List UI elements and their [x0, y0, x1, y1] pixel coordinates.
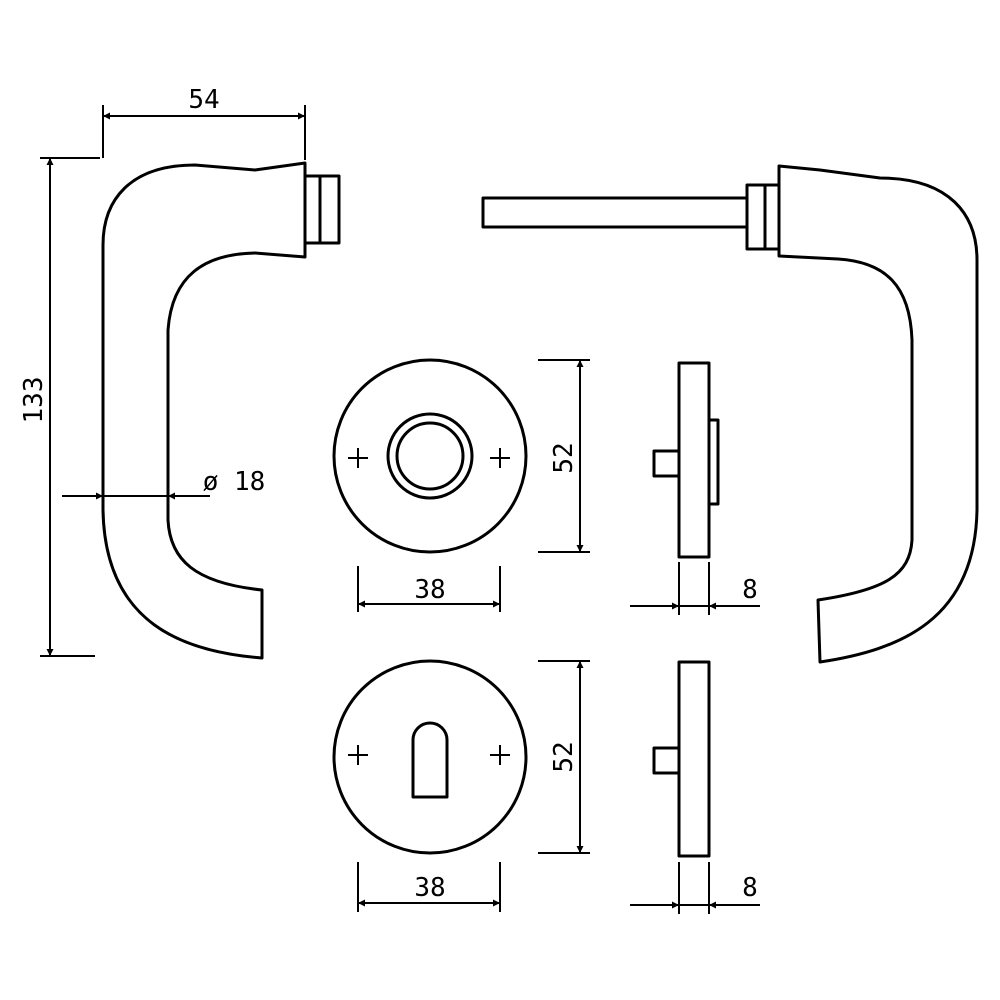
rose-side-view [652, 361, 720, 559]
screw-hole-right-icon [490, 448, 510, 468]
rose-outer-circle [332, 358, 528, 554]
escutcheon-side-plate [677, 660, 711, 858]
rose-collar-inner [395, 421, 465, 491]
label-rose-inner-width: 38 [414, 575, 445, 605]
right-lever-handle [481, 164, 979, 664]
keyhole-icon [411, 721, 449, 799]
label-escutcheon-inner-width: 38 [414, 873, 445, 903]
rose-front-view [332, 358, 528, 554]
label-handle-width: 54 [188, 85, 219, 115]
dimension-escutcheon-inner-width: 38 [357, 862, 501, 912]
screw-hole-left-icon [348, 448, 368, 468]
right-handle-outline [777, 164, 979, 664]
escutcheon-outer-circle [332, 659, 528, 855]
left-handle-outline [101, 161, 307, 660]
dimension-escutcheon-diameter: 52 [538, 660, 590, 854]
label-rose-thickness: 8 [742, 575, 758, 605]
rose-collar-outer [386, 412, 474, 500]
dimension-escutcheon-thickness: 8 [630, 862, 760, 914]
dimension-rose-inner-width: 38 [357, 566, 501, 612]
dimension-handle-diameter: ø 18 [62, 467, 266, 500]
right-handle-neck [745, 183, 781, 251]
escutcheon-side-pin [652, 746, 681, 775]
escutcheon-front-view [332, 659, 528, 855]
label-rose-diameter: 52 [549, 442, 579, 473]
left-handle-spindle-neck [303, 174, 341, 245]
label-handle-diameter: ø 18 [203, 467, 266, 497]
square-spindle [481, 196, 749, 229]
left-lever-handle [101, 161, 341, 660]
dimension-rose-diameter: 52 [538, 359, 590, 553]
dimension-rose-thickness: 8 [630, 562, 760, 615]
escutcheon-screw-left-icon [348, 745, 368, 765]
escutcheon-screw-right-icon [490, 745, 510, 765]
label-escutcheon-diameter: 52 [549, 741, 579, 772]
escutcheon-side-view [652, 660, 711, 858]
rose-side-plate [677, 361, 711, 559]
rose-side-pin [652, 449, 681, 478]
rose-side-collar [707, 418, 720, 506]
dimension-handle-height: 133 [19, 157, 100, 657]
label-escutcheon-thickness: 8 [742, 873, 758, 903]
dimension-handle-width: 54 [102, 85, 306, 160]
label-handle-height: 133 [19, 377, 49, 424]
